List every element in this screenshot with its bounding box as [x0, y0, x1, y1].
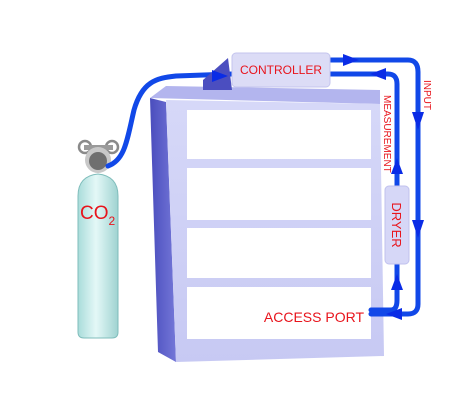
cabinet-side: [150, 98, 176, 362]
flow-arrow-icon: [370, 68, 386, 80]
co2-gas-cylinder: CO2: [77, 139, 120, 339]
drawer-2: [187, 168, 371, 220]
co2-label-subscript: 2: [109, 214, 116, 228]
drawer-1: [187, 110, 371, 159]
supply-pipe: [105, 71, 235, 169]
flow-arrow-icon: [391, 158, 403, 174]
cabinet-top: [150, 86, 380, 104]
input-pipe: [327, 57, 421, 317]
measurement-label: MEASUREMENT: [381, 95, 392, 173]
controller-label: CONTROLLER: [240, 63, 322, 77]
controller-box: [231, 52, 331, 88]
incubator-cabinet: ACCESS PORT: [150, 86, 384, 362]
flow-arrow-icon: [386, 308, 402, 320]
input-label: INPUT: [421, 80, 432, 110]
dryer-box: [384, 185, 410, 265]
cylinder-valve-icon: [77, 139, 120, 173]
flow-arrow-icon: [212, 70, 228, 82]
drawer-access-port: [187, 287, 371, 339]
access-port-label: ACCESS PORT: [264, 309, 365, 325]
dryer-label: DRYER: [389, 202, 404, 247]
flow-arrow-icon: [343, 54, 359, 66]
flow-arrows: [212, 54, 424, 320]
drawer-3: [187, 228, 371, 278]
flow-arrow-icon: [412, 112, 424, 130]
controller-unit: CONTROLLER: [203, 52, 331, 90]
flow-arrow-icon: [391, 274, 403, 290]
co2-gas-cylinder-icon: [77, 173, 119, 339]
flow-arrow-icon: [412, 220, 424, 238]
co2-label: CO2: [80, 203, 116, 228]
co2-label-main: CO: [80, 203, 109, 224]
dryer-unit: DRYER: [384, 185, 410, 265]
